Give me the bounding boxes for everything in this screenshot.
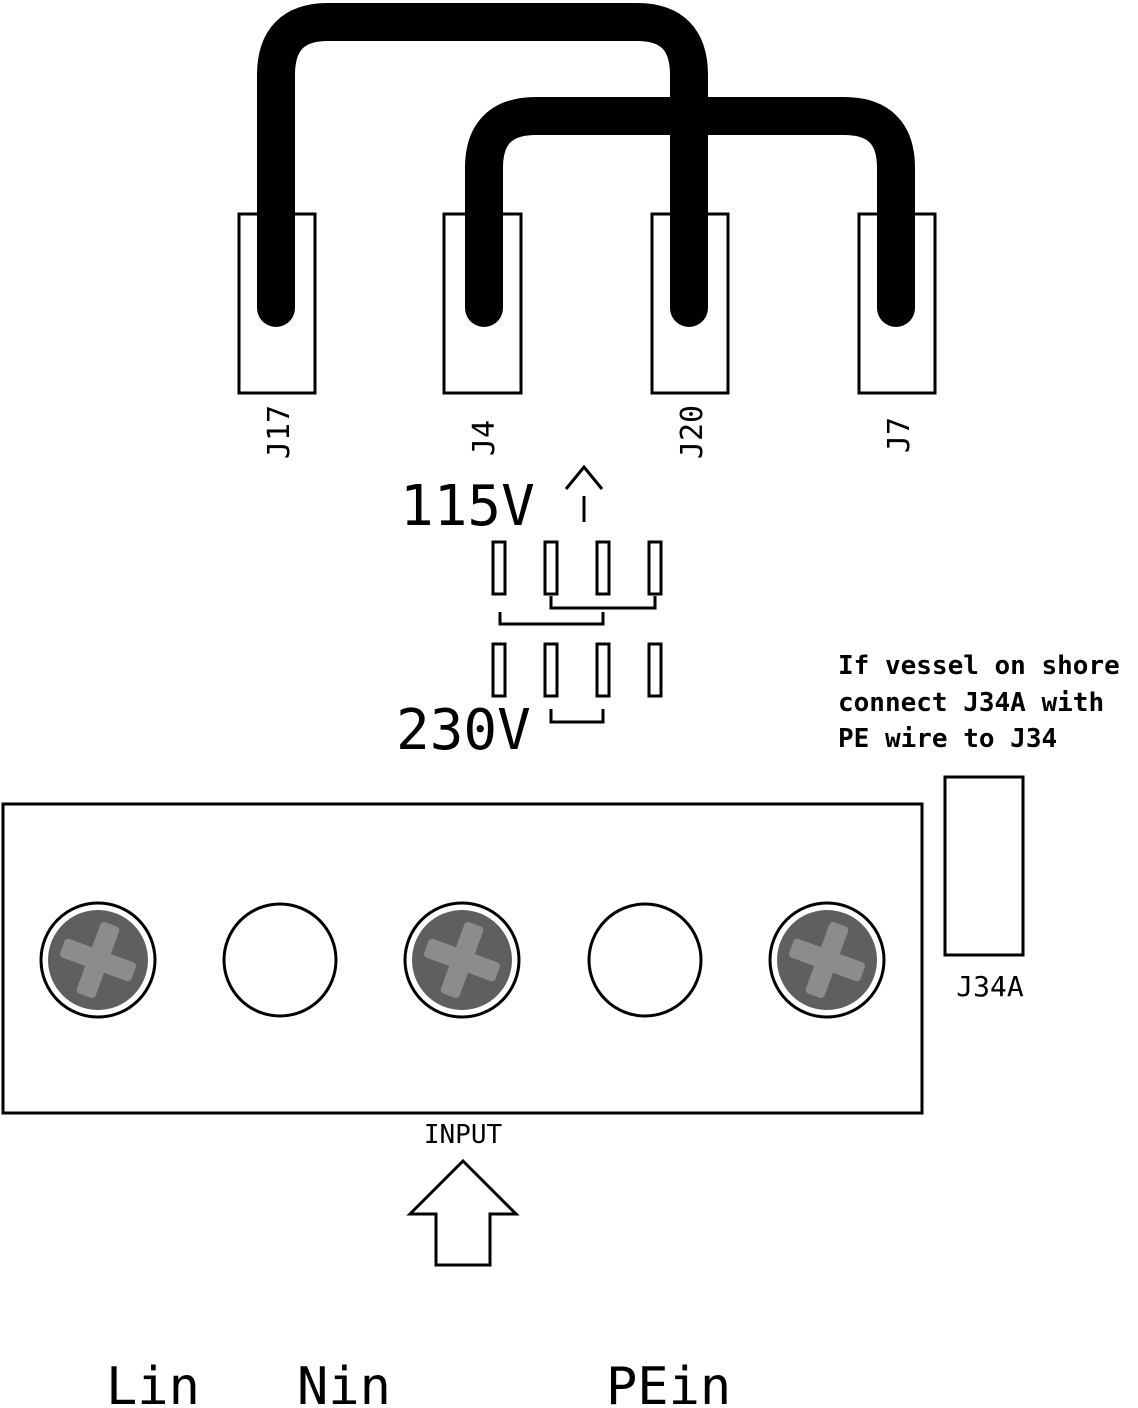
voltage-label-230v: 230V xyxy=(396,698,531,763)
terminal-label-lin: Lin xyxy=(106,1357,200,1408)
connector-label-j17: J17 xyxy=(262,405,297,459)
input-arrow-icon xyxy=(406,1158,520,1267)
connector-label-j7: J7 xyxy=(882,417,917,453)
jumper-wire-j4-j7 xyxy=(465,97,915,327)
bridge-115-b xyxy=(549,596,657,610)
connector-label-j20: J20 xyxy=(675,405,710,459)
bridge-230 xyxy=(549,709,605,724)
screw-icon xyxy=(39,901,157,1019)
pin-230-3 xyxy=(595,642,611,698)
pin-115-4 xyxy=(647,540,663,596)
connector-label-j4: J4 xyxy=(467,420,502,456)
input-label: INPUT xyxy=(424,1120,503,1150)
up-arrow-icon xyxy=(564,464,604,522)
terminal-block xyxy=(1,802,924,1115)
shore-note-line-3: PE wire to J34 xyxy=(838,724,1057,754)
terminal-hole xyxy=(222,902,338,1018)
screw-icon xyxy=(768,901,886,1019)
pin-115-3 xyxy=(595,540,611,596)
shore-note-line-1: If vessel on shore xyxy=(838,651,1120,681)
terminal-label-pein: PEin xyxy=(606,1357,731,1408)
pin-115-1 xyxy=(491,540,507,596)
connector-label-j34a: J34A xyxy=(956,970,1024,1003)
pin-230-4 xyxy=(647,642,663,698)
terminal-hole xyxy=(587,902,703,1018)
pin-230-1 xyxy=(491,642,507,698)
pin-230-2 xyxy=(543,642,559,698)
connector-j34a xyxy=(943,775,1025,957)
terminal-label-nin: Nin xyxy=(297,1357,391,1408)
shore-note-line-2: connect J34A with xyxy=(838,688,1104,718)
voltage-label-115v: 115V xyxy=(400,474,535,539)
screw-icon xyxy=(403,901,521,1019)
bridge-115-a xyxy=(498,612,605,626)
jumper-wire-j17-j20 xyxy=(257,3,708,327)
pin-115-2 xyxy=(543,540,559,596)
